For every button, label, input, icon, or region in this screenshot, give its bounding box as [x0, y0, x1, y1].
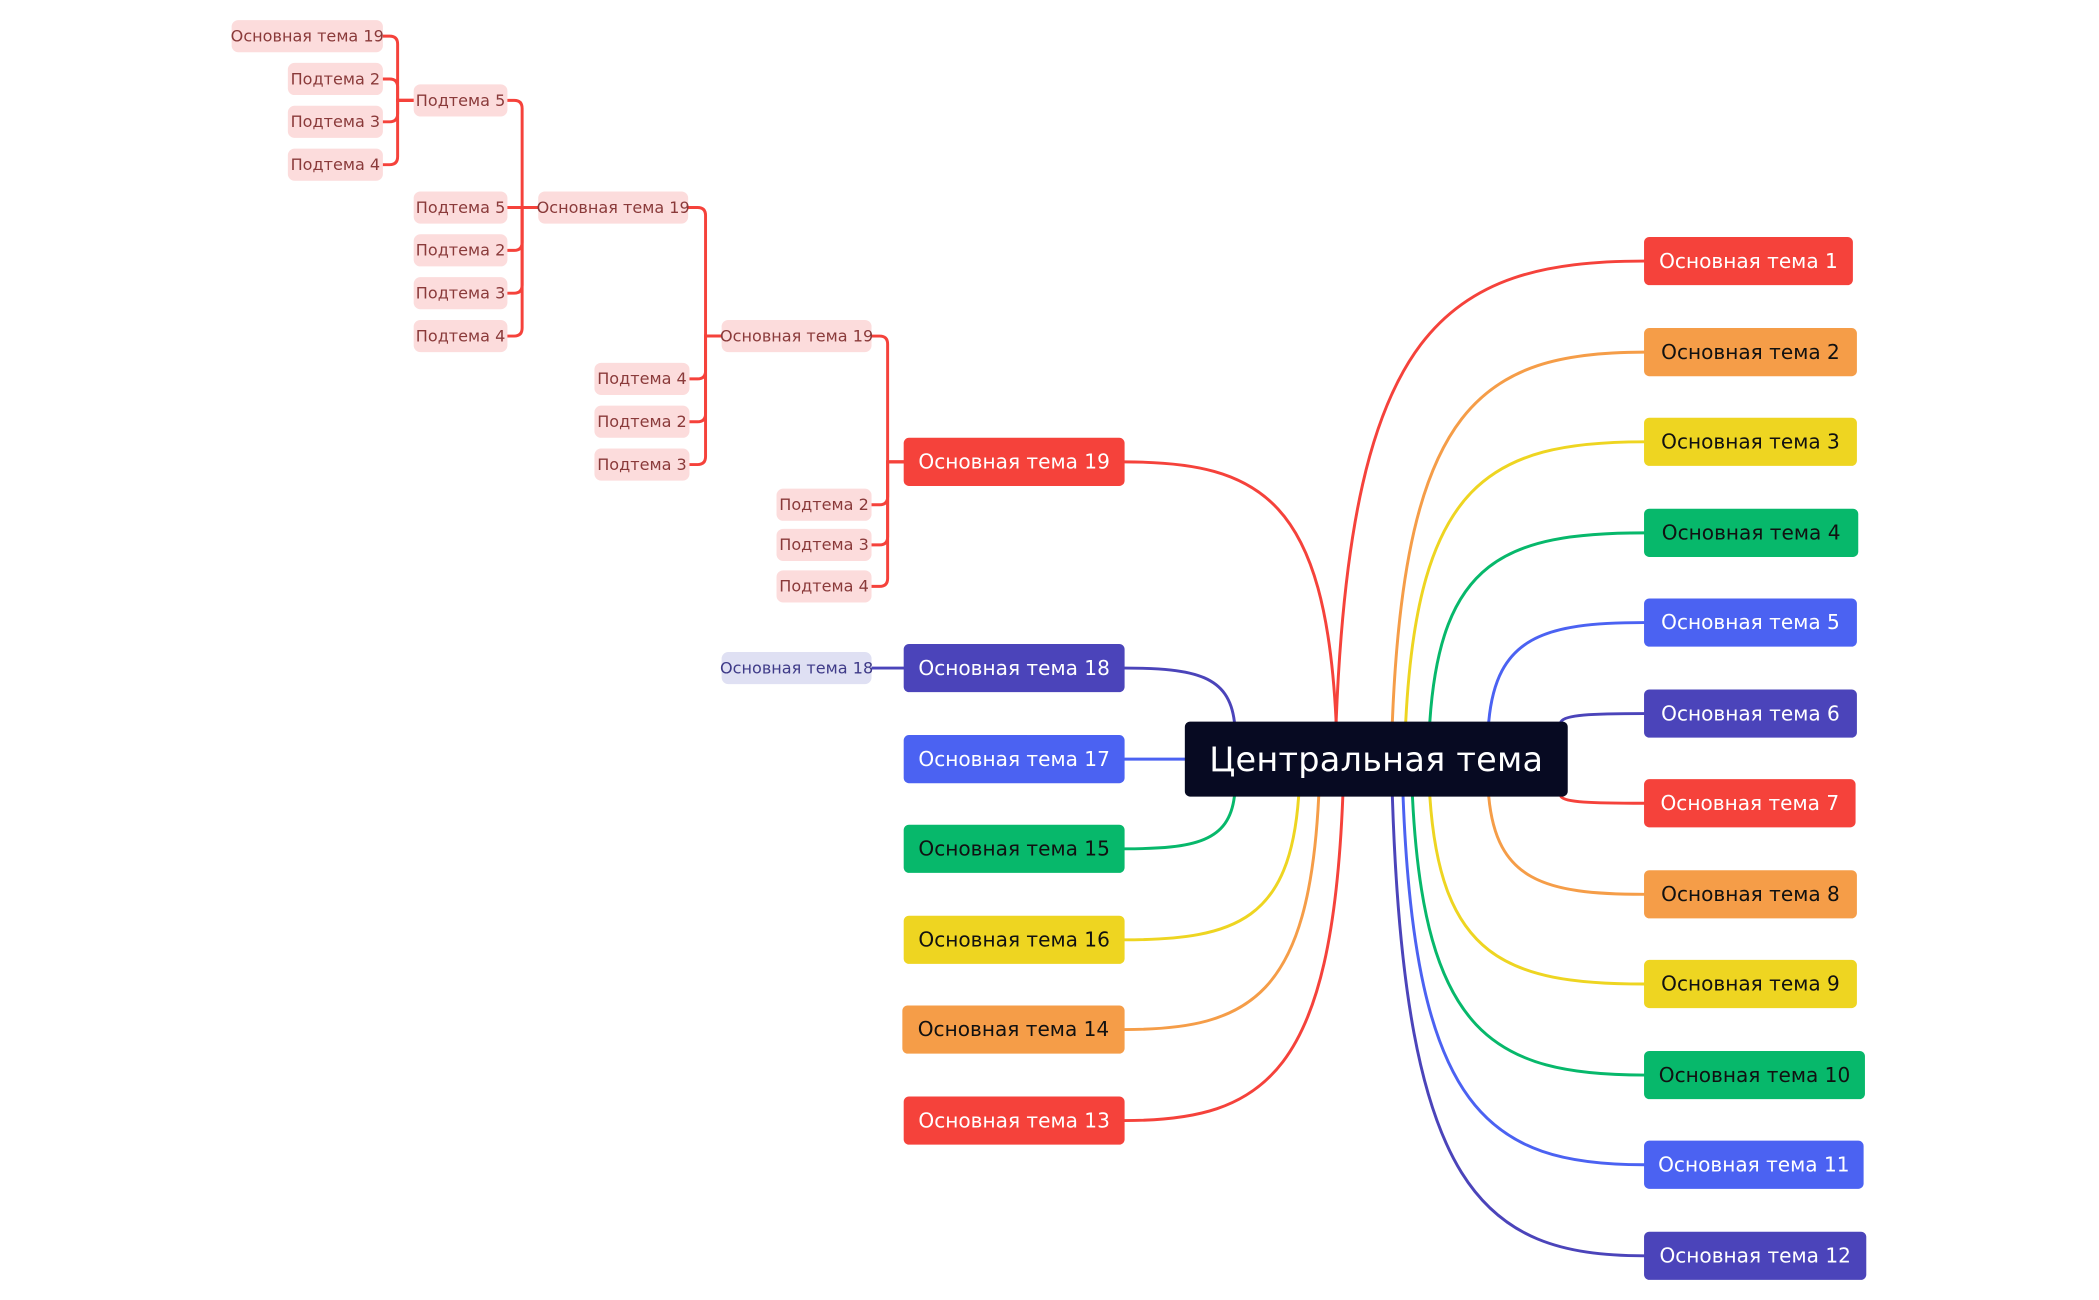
- connector-t10: [1410, 795, 1646, 1077]
- subtopic-s19d[interactable]: Основная тема 19: [231, 20, 384, 53]
- subtopic-s18a[interactable]: Основная тема 18: [720, 651, 873, 685]
- subtopic-s19b-s4[interactable]: Подтема 4: [594, 362, 690, 395]
- main-topic-9[interactable]: Основная тема 9: [1644, 959, 1857, 1009]
- subtopic-s19a-s3[interactable]: Подтема 3: [776, 528, 872, 561]
- main-topic-10[interactable]: Основная тема 10: [1644, 1050, 1865, 1100]
- connector-t5: [1487, 621, 1646, 724]
- main-topic-3[interactable]: Основная тема 3: [1644, 417, 1857, 466]
- main-topic-11[interactable]: Основная тема 11: [1644, 1140, 1864, 1189]
- connector-t9: [1428, 795, 1646, 986]
- main-topic-12[interactable]: Основная тема 12: [1644, 1231, 1867, 1280]
- connector-t16: [1123, 795, 1301, 942]
- connector-t18: [1123, 666, 1236, 724]
- subtopic-s19d3[interactable]: Подтема 3: [287, 105, 383, 138]
- main-topic-14[interactable]: Основная тема 14: [902, 1005, 1125, 1054]
- connector-s19b: [686, 206, 724, 338]
- main-topic-8[interactable]: Основная тема 8: [1644, 870, 1857, 919]
- subtopic-s19b[interactable]: Основная тема 19: [537, 191, 690, 224]
- subtopic-s19c2[interactable]: Подтема 2: [413, 234, 508, 267]
- connector-t15: [1123, 795, 1236, 851]
- connector-s19c4: [505, 206, 540, 338]
- main-topic-19[interactable]: Основная тема 19: [903, 437, 1125, 486]
- subtopic-s19d2[interactable]: Подтема 2: [287, 62, 383, 96]
- connector-t3: [1404, 440, 1646, 724]
- connector-t14: [1123, 795, 1321, 1032]
- connector-s19d: [381, 34, 416, 102]
- connector-s19c5: [505, 98, 540, 209]
- connector-t8: [1487, 795, 1646, 896]
- subtopic-s19d4[interactable]: Подтема 4: [287, 148, 383, 181]
- main-topic-18[interactable]: Основная тема 18: [903, 643, 1125, 693]
- subtopic-s19a-s4[interactable]: Подтема 4: [776, 570, 872, 603]
- subtopic-s19c4[interactable]: Подтема 4: [413, 319, 508, 353]
- connector-s19d2: [381, 77, 416, 102]
- connector-s19d4: [381, 98, 416, 167]
- main-topic-7[interactable]: Основная тема 7: [1644, 779, 1856, 828]
- subtopic-s19c5b[interactable]: Подтема 5: [413, 191, 508, 224]
- connector-t19: [1123, 460, 1338, 724]
- subtopic-s19a[interactable]: Основная тема 19: [720, 319, 873, 353]
- subtopic-s19a-s2[interactable]: Подтема 2: [776, 488, 872, 521]
- main-topic-1[interactable]: Основная тема 1: [1644, 236, 1853, 286]
- main-topic-15[interactable]: Основная тема 15: [903, 824, 1125, 873]
- main-topic-17[interactable]: Основная тема 17: [903, 735, 1125, 784]
- subtopic-s19b-s2[interactable]: Подтема 2: [594, 405, 690, 438]
- connector-s19a_s4: [870, 460, 906, 588]
- connector-t4: [1428, 531, 1646, 724]
- main-topic-6[interactable]: Основная тема 6: [1644, 689, 1857, 738]
- connector-t7: [1559, 795, 1646, 805]
- subtopic-s19b-s3[interactable]: Подтема 3: [594, 448, 690, 481]
- connector-s19b_s3: [688, 334, 724, 467]
- connector-t6: [1559, 712, 1646, 724]
- connector-s19a: [870, 334, 906, 464]
- subtopic-s19c5[interactable]: Подтема 5: [413, 84, 508, 117]
- connector-t1: [1334, 259, 1646, 724]
- connector-t13: [1123, 795, 1345, 1123]
- subtopic-s19c3[interactable]: Подтема 3: [413, 277, 508, 310]
- connector-t2: [1390, 350, 1646, 724]
- main-topic-5[interactable]: Основная тема 5: [1644, 598, 1857, 647]
- connector-t12: [1390, 795, 1646, 1258]
- connector-t11: [1401, 795, 1646, 1167]
- main-topic-16[interactable]: Основная тема 16: [903, 915, 1125, 964]
- central-topic[interactable]: Центральная тема: [1184, 721, 1568, 797]
- main-topic-13[interactable]: Основная тема 13: [903, 1096, 1125, 1145]
- main-topic-2[interactable]: Основная тема 2: [1644, 328, 1857, 377]
- main-topic-4[interactable]: Основная тема 4: [1644, 508, 1859, 557]
